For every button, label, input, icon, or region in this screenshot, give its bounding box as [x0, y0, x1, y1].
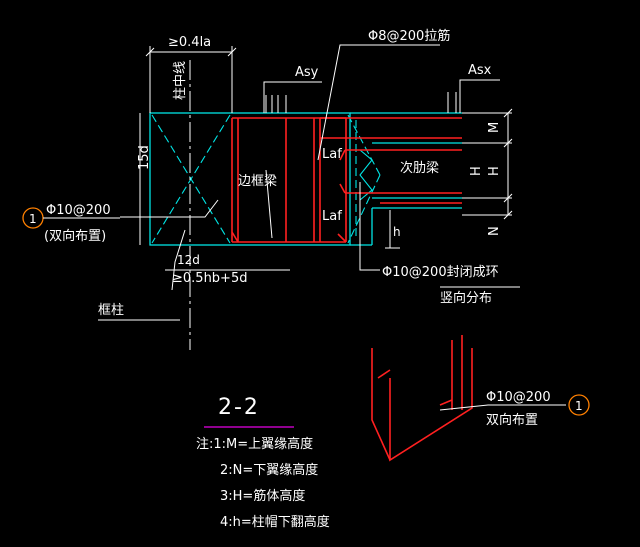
- marker-circle-right: [568, 394, 590, 416]
- dim-h-upper-label-2: H: [469, 166, 484, 176]
- laf-bottom-label: Laf: [322, 209, 342, 224]
- edge-beam-label: 边框梁: [238, 174, 277, 189]
- dimension-lines: [98, 44, 520, 350]
- note-line-2: 2:N=下翼缘高度: [220, 462, 318, 478]
- section-title: 2-2: [218, 395, 260, 420]
- note-line-4: 4:h=柱帽下翻高度: [220, 514, 330, 530]
- column-centerline-label: 柱中线: [173, 61, 188, 100]
- right-rebar-label: Φ10@200: [486, 390, 551, 405]
- asy-label: Asy: [295, 65, 319, 80]
- rebar-lines: [231, 117, 462, 243]
- closed-ring-label: Φ10@200封闭成环: [382, 265, 499, 280]
- dim-n-label: N: [487, 226, 502, 236]
- laf-top-label: Laf: [322, 147, 342, 162]
- marker-left-number: 1: [29, 212, 37, 226]
- left-rebar-note: (双向布置): [44, 228, 106, 244]
- dim-h-upper-label: H: [487, 166, 502, 176]
- detail-leader: [439, 404, 566, 411]
- right-rebar-note: 双向布置: [486, 412, 538, 428]
- anchor-length-label: ≥0.4la: [168, 35, 211, 50]
- secondary-beam-label: 次肋梁: [400, 160, 439, 176]
- stirrup-top-label: Φ8@200拉筋: [368, 28, 450, 44]
- dim-05hb-label: ≥0.5hb+5d: [172, 271, 247, 286]
- concrete-outline: [149, 112, 462, 246]
- dim-h-lower-label: h: [393, 225, 401, 239]
- note-line-1: 注:1:M=上翼缘高度: [196, 436, 313, 452]
- left-rebar-label: Φ10@200: [46, 203, 111, 218]
- rebar-detail: [371, 335, 473, 462]
- marker-right-number: 1: [575, 399, 583, 413]
- asx-label: Asx: [468, 63, 492, 78]
- note-line-3: 3:H=筋体高度: [220, 488, 305, 504]
- dim-12d-label: 12d: [177, 253, 200, 267]
- dim-m-label: M: [487, 122, 502, 133]
- dim-15d-label: 15d: [137, 145, 152, 170]
- frame-column-label: 框柱: [98, 303, 124, 318]
- vertical-dist-label: 竖向分布: [440, 290, 492, 306]
